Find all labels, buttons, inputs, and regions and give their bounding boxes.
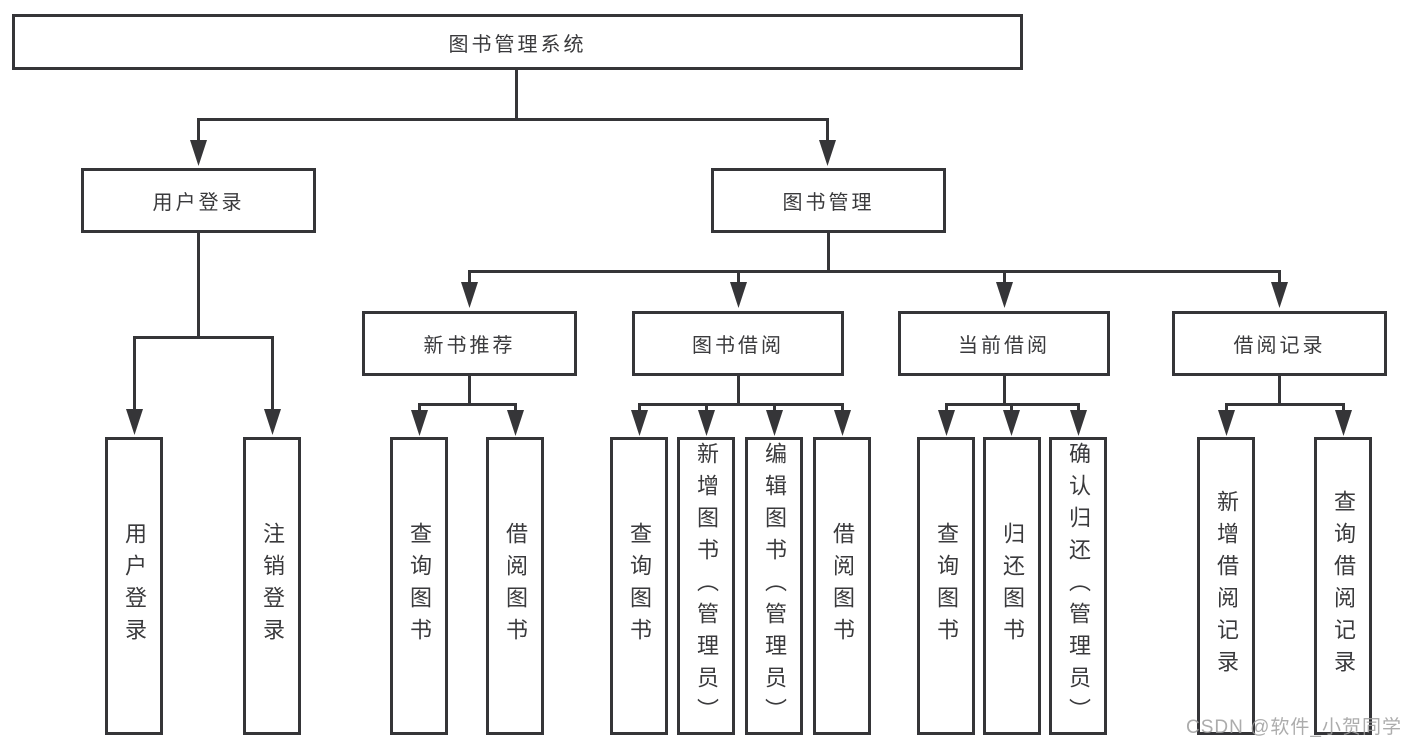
csdn-watermark: CSDN @软件_小贺同学 — [1186, 717, 1402, 738]
leaf-return-books: 归还图书 — [983, 437, 1041, 735]
leaf-confirm-return-admin: 确认归还（管理员） — [1049, 437, 1107, 735]
leaf-user-login: 用户登录 — [105, 437, 163, 735]
node-user-login: 用户登录 — [81, 168, 316, 233]
node-library-management-system: 图书管理系统 — [12, 14, 1023, 70]
node-book-management: 图书管理 — [711, 168, 946, 233]
leaf-query-borrow-record: 查询借阅记录 — [1314, 437, 1372, 735]
arrowhead-icons — [126, 140, 1352, 436]
leaf-confirm-return-admin-label: 确认归还（管理员） — [1066, 442, 1091, 730]
leaf-current-query-books-label: 查询图书 — [934, 522, 959, 650]
leaf-add-borrow-record: 新增借阅记录 — [1197, 437, 1255, 735]
node-book-borrowing: 图书借阅 — [632, 311, 844, 376]
leaf-add-books-admin: 新增图书（管理员） — [677, 437, 735, 735]
leaf-borrowing-query-books-label: 查询图书 — [627, 522, 652, 650]
leaf-recommend-query-books-label: 查询图书 — [407, 522, 432, 650]
node-current-borrowing: 当前借阅 — [898, 311, 1110, 376]
leaf-query-borrow-record-label: 查询借阅记录 — [1331, 490, 1356, 682]
leaf-logout: 注销登录 — [243, 437, 301, 735]
leaf-recommend-borrow-books: 借阅图书 — [486, 437, 544, 735]
leaf-user-login-label: 用户登录 — [122, 522, 147, 650]
leaf-logout-label: 注销登录 — [260, 522, 285, 650]
leaf-add-books-admin-label: 新增图书（管理员） — [694, 442, 719, 730]
leaf-current-query-books: 查询图书 — [917, 437, 975, 735]
leaf-borrowing-borrow-books: 借阅图书 — [813, 437, 871, 735]
leaf-return-books-label: 归还图书 — [1000, 522, 1025, 650]
leaf-add-borrow-record-label: 新增借阅记录 — [1214, 490, 1239, 682]
leaf-borrowing-borrow-books-label: 借阅图书 — [830, 522, 855, 650]
node-borrowing-records: 借阅记录 — [1172, 311, 1387, 376]
leaf-edit-books-admin: 编辑图书（管理员） — [745, 437, 803, 735]
leaf-recommend-query-books: 查询图书 — [390, 437, 448, 735]
leaf-recommend-borrow-books-label: 借阅图书 — [503, 522, 528, 650]
leaf-edit-books-admin-label: 编辑图书（管理员） — [762, 442, 787, 730]
leaf-borrowing-query-books: 查询图书 — [610, 437, 668, 735]
node-new-book-recommendation: 新书推荐 — [362, 311, 577, 376]
